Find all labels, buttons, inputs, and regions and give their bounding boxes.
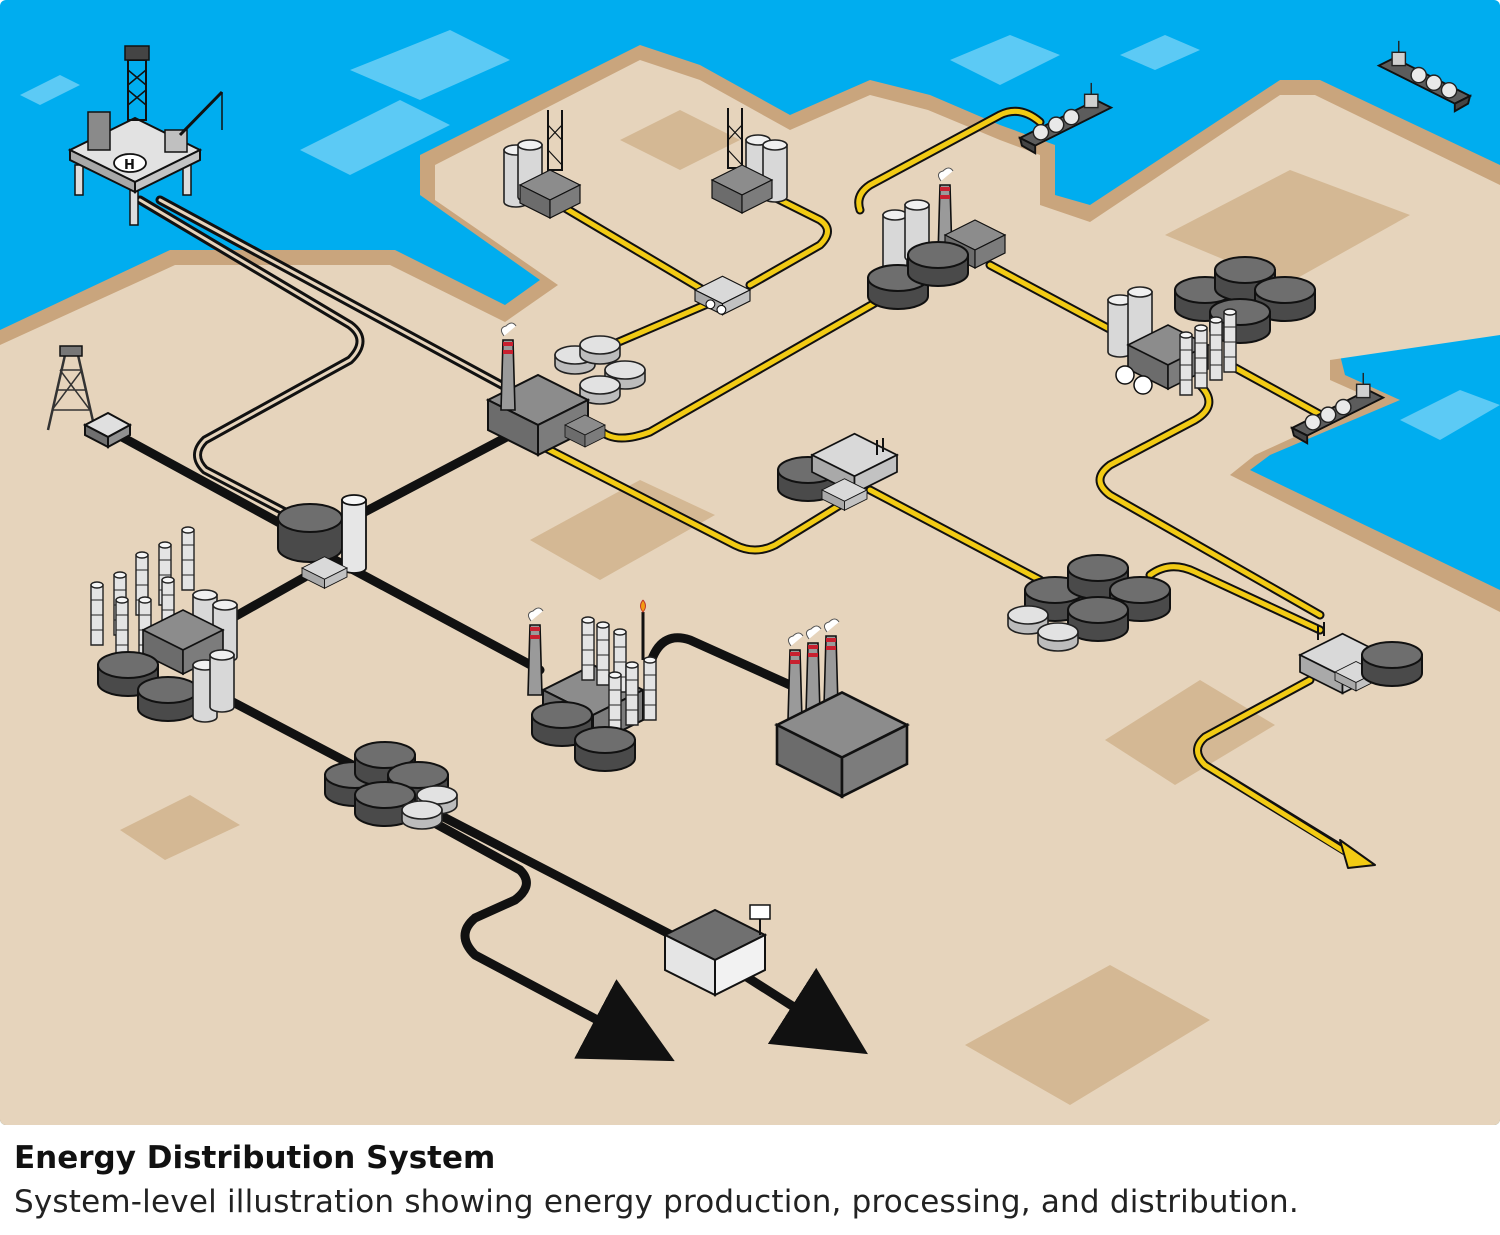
land-patches <box>120 110 1410 1105</box>
figure-caption: System-level illustration showing energy… <box>14 1184 1299 1220</box>
gas-processing-plant-icon <box>1299 622 1423 695</box>
gas-station-icon <box>662 904 771 997</box>
storage-tank-icon <box>277 494 367 589</box>
figure-title: Energy Distribution System <box>14 1140 496 1176</box>
gas-processing-plant-icon <box>527 599 657 772</box>
flow-arrow-icon <box>1339 839 1376 869</box>
svg-text:H: H <box>124 158 135 173</box>
gas-processing-plant-icon <box>777 432 898 511</box>
compressor-station-icon <box>694 275 751 316</box>
oil-derrick-icon <box>46 345 133 449</box>
offshore-platform-icon: H <box>67 45 224 226</box>
energy-system-illustration: H <box>0 0 1500 1125</box>
wellhead-facility-icon <box>711 108 788 214</box>
wellhead-facility-icon <box>503 110 581 219</box>
water-highlights <box>20 30 1500 440</box>
refinery-icon <box>1107 256 1316 396</box>
